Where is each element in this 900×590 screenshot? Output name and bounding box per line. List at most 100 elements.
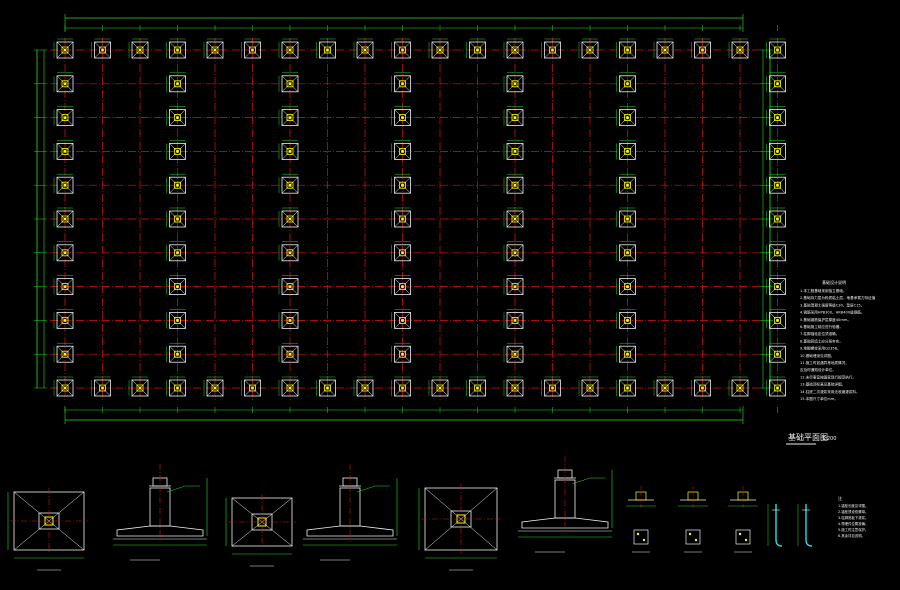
- footing-edge: [391, 376, 411, 397]
- column-base: [324, 384, 331, 392]
- column-base: [774, 384, 781, 392]
- column-mark: [701, 386, 704, 390]
- footing-edge: [728, 376, 749, 397]
- footing-interior: [391, 140, 411, 160]
- footing-outline: [619, 176, 636, 194]
- footing-edge: [316, 38, 336, 59]
- column-base: [61, 80, 69, 88]
- footing-interior: [503, 173, 524, 194]
- column-mark: [288, 150, 292, 153]
- column-mark: [513, 285, 517, 288]
- footing-outline: [281, 75, 299, 93]
- column-mark: [513, 48, 517, 52]
- footing-outline: [581, 379, 599, 397]
- bolt-hole: [636, 532, 640, 536]
- column-mark: [176, 386, 179, 390]
- footing-interior: [503, 140, 524, 160]
- column-base: [624, 46, 631, 54]
- footing-outline: [56, 311, 74, 329]
- column-mark: [176, 150, 179, 153]
- column-base: [324, 46, 331, 54]
- footing-outline: [656, 379, 674, 397]
- note-line: 14.柱底二次灌浆采用无收缩灌浆料。: [800, 389, 860, 394]
- column-mark: [288, 116, 292, 119]
- note-line: 4.钢筋采用HPB300、HRB400级钢筋。: [800, 310, 865, 315]
- footing-interior: [503, 275, 524, 296]
- anchor-bolt: [767, 504, 783, 547]
- column-base: [399, 114, 406, 121]
- column-mark: [326, 48, 329, 52]
- column-base: [624, 249, 631, 257]
- column-mark: [63, 217, 67, 221]
- footing-outline: [394, 210, 411, 228]
- column-mark: [438, 386, 442, 390]
- footing-outline: [356, 41, 374, 59]
- column-mark: [401, 82, 404, 86]
- footing-edge: [691, 38, 711, 59]
- footing-interior: [278, 106, 299, 126]
- column-base: [174, 114, 181, 121]
- footing-outline: [394, 41, 411, 59]
- column-mark: [776, 82, 779, 86]
- design-notes: 基础设计说明 1.本工程基础采用独立基础。2.基础持力层为粉质粘土层，地基承载力…: [800, 279, 876, 401]
- footing-outline: [281, 345, 299, 363]
- footings: [53, 38, 786, 397]
- footing-outline: [581, 41, 599, 59]
- footing-edge: [278, 376, 299, 397]
- footing-edge: [166, 376, 186, 397]
- column-mark: [213, 386, 217, 390]
- footing-edge: [53, 140, 74, 160]
- note-line: 7.柱脚锚栓定位须准确。: [800, 331, 839, 336]
- column-mark: [588, 48, 592, 52]
- plan-scale: 1:200: [822, 436, 836, 442]
- footing-outline: [281, 244, 299, 262]
- footing-edge: [53, 275, 74, 296]
- footing-outline: [319, 41, 336, 59]
- column-base: [399, 46, 406, 54]
- footing-outline: [281, 176, 299, 194]
- column-base: [286, 215, 294, 223]
- note-line: 5.基础钢筋保护层厚度40mm。: [800, 317, 851, 322]
- dimension-lines: [34, 14, 778, 424]
- column-base: [774, 283, 781, 291]
- footing-outline: [131, 379, 149, 397]
- footing-interior: [278, 140, 299, 160]
- note-line: 1.本工程基础采用独立基础。: [800, 288, 847, 293]
- footing-interior: [503, 72, 524, 93]
- footing-outline: [169, 379, 186, 397]
- footing-edge: [91, 376, 111, 397]
- column-mark: [776, 386, 779, 390]
- column-mark: [513, 150, 517, 153]
- footing-outline: [769, 311, 786, 329]
- footing-outline: [206, 379, 224, 397]
- footing-edge: [578, 38, 599, 59]
- note-line: 9.地脚螺栓采用Q235B。: [800, 346, 841, 351]
- column-base: [624, 181, 631, 189]
- footing-edge: [53, 207, 74, 228]
- column-mark: [63, 251, 67, 255]
- footing-interior: [391, 342, 411, 363]
- footing-edge: [766, 275, 786, 296]
- plan-title: 基础平面图: [788, 432, 828, 442]
- column-mark: [401, 285, 404, 288]
- column-base: [624, 114, 631, 121]
- footing-outline: [169, 41, 186, 59]
- footing-edge: [53, 38, 74, 59]
- footing-outline: [281, 210, 299, 228]
- footing-edge: [578, 376, 599, 397]
- column-mark: [701, 48, 704, 52]
- footing-outline: [506, 41, 524, 59]
- column-base: [286, 46, 294, 54]
- footing-outline: [469, 379, 486, 397]
- footing-outline: [506, 142, 524, 160]
- column-mark: [401, 183, 404, 187]
- footing-outline: [769, 244, 786, 262]
- column-base: [286, 283, 294, 291]
- footing-outline: [431, 41, 449, 59]
- column-mark: [288, 48, 292, 52]
- footing-outline: [56, 210, 74, 228]
- footing-edge: [316, 376, 336, 397]
- footing-outline: [769, 379, 786, 397]
- footing-interior: [616, 241, 636, 262]
- footing-edge: [241, 38, 261, 59]
